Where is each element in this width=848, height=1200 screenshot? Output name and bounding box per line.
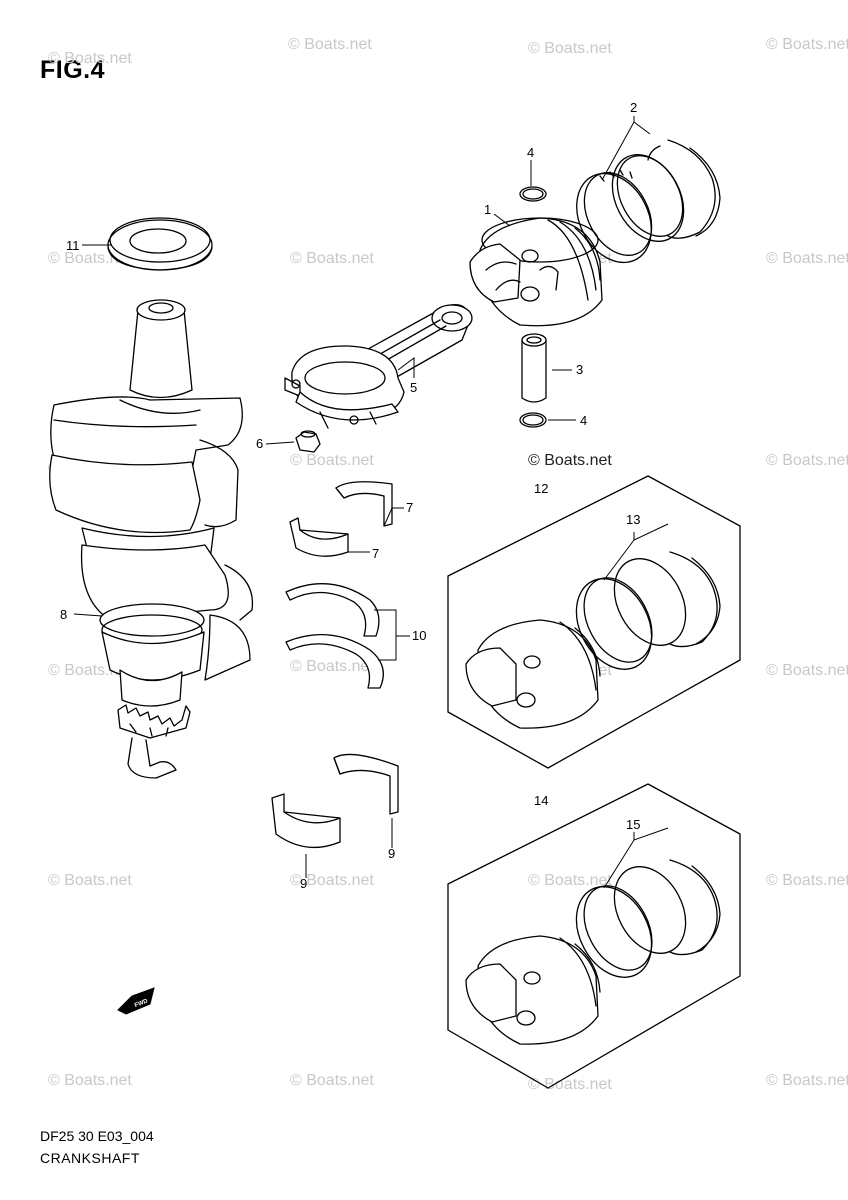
diagram-name: CRANKSHAFT — [40, 1150, 140, 1166]
oil-seal-part[interactable] — [107, 217, 213, 271]
piston-pin-part[interactable] — [521, 333, 547, 403]
watermark: © Boats.net — [288, 36, 372, 53]
watermark: © Boats.net — [766, 1072, 848, 1089]
callout-1: 1 — [484, 202, 491, 217]
crankshaft-part[interactable] — [49, 299, 254, 779]
piston-kit-box-14[interactable] — [447, 783, 741, 1089]
watermark: © Boats.net — [290, 872, 374, 889]
watermark: © Boats.net — [290, 658, 374, 675]
callout-numbers: 11 8 6 5 3 4 4 1 2 7 7 10 9 9 12 13 14 1… — [60, 100, 640, 891]
watermark: © Boats.net — [766, 250, 848, 267]
watermark: © Boats.net — [290, 1072, 374, 1089]
callout-12: 12 — [534, 481, 548, 496]
watermark: © Boats.net — [48, 1072, 132, 1089]
connecting-rod-part[interactable] — [284, 303, 473, 429]
watermark: © Boats.net — [48, 50, 132, 67]
callout-7-upper: 7 — [406, 500, 413, 515]
thrust-washer-lower-part[interactable] — [285, 633, 384, 689]
callout-4-lower: 4 — [580, 413, 587, 428]
main-bearing-upper-part[interactable] — [333, 753, 399, 815]
watermark: © Boats.net — [290, 250, 374, 267]
leader-lines — [73, 116, 669, 889]
watermark: © Boats.net — [48, 872, 132, 889]
callout-9-left: 9 — [300, 876, 307, 891]
callout-5: 5 — [410, 380, 417, 395]
watermark: © Boats.net — [528, 1076, 612, 1093]
callout-15: 15 — [626, 817, 640, 832]
callout-4-upper: 4 — [527, 145, 534, 160]
watermark: © Boats.net — [528, 872, 612, 889]
fwd-direction-badge: FWD — [117, 987, 155, 1015]
watermark: © Boats.net — [766, 662, 848, 679]
rod-bearing-lower-part[interactable] — [289, 517, 349, 557]
piston-part[interactable] — [469, 217, 603, 327]
callout-9-right: 9 — [388, 846, 395, 861]
callout-11: 11 — [66, 238, 80, 253]
circlip-upper-part[interactable] — [519, 186, 547, 202]
callout-6: 6 — [256, 436, 263, 451]
callout-3: 3 — [576, 362, 583, 377]
callout-14: 14 — [534, 793, 548, 808]
callout-13: 13 — [626, 512, 640, 527]
thrust-washer-upper-part[interactable] — [285, 583, 380, 637]
watermark: © Boats.net — [528, 40, 612, 57]
circlip-lower-part[interactable] — [519, 412, 547, 428]
fwd-badge-label: FWD — [134, 998, 150, 1009]
rod-bearing-upper-part[interactable] — [335, 481, 393, 527]
diagram-code: DF25 30 E03_004 — [40, 1128, 154, 1144]
watermark: © Boats.net — [766, 36, 848, 53]
piston-ring-set-part[interactable] — [562, 139, 721, 275]
callout-8: 8 — [60, 607, 67, 622]
watermark: © Boats.net — [528, 452, 612, 469]
callout-10: 10 — [412, 628, 426, 643]
watermark: © Boats.net — [766, 872, 848, 889]
callout-7-lower: 7 — [372, 546, 379, 561]
piston-kit-box-12[interactable] — [447, 475, 741, 769]
rod-nut-part[interactable] — [295, 430, 321, 453]
main-bearing-lower-part[interactable] — [271, 793, 341, 848]
watermark: © Boats.net — [290, 452, 374, 469]
watermark: © Boats.net — [766, 452, 848, 469]
figure-title: FIG.4 — [40, 56, 106, 84]
callout-2: 2 — [630, 100, 637, 115]
